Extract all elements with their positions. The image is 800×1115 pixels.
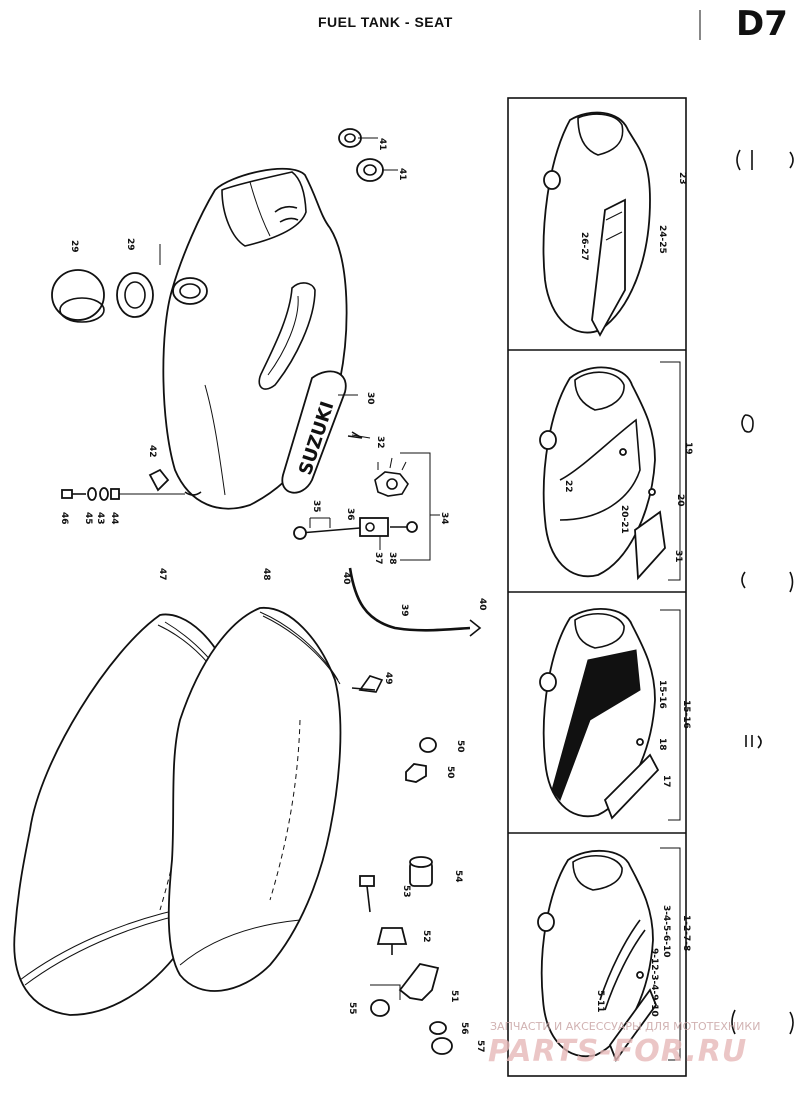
callout: 1-2-7-8 — [681, 915, 691, 951]
variant-panel-frame — [507, 97, 687, 1077]
callout: 19 — [683, 442, 693, 455]
callout: 41 — [377, 138, 387, 151]
callout-labels: 41 41 29 29 30 32 42 46 45 43 44 35 36 3… — [59, 138, 693, 1053]
callout: 46 — [59, 512, 69, 525]
suzuki-emblem-main: SUZUKI — [281, 370, 347, 494]
fuel-cock-assembly — [293, 431, 440, 561]
callout: 17 — [661, 775, 671, 788]
callout: 23 — [677, 172, 687, 185]
callout: 22 — [563, 480, 573, 493]
callout: 37 — [373, 552, 383, 565]
callout: 56 — [459, 1022, 469, 1035]
callout: 40 — [477, 598, 487, 611]
page-code: D7 — [736, 4, 788, 44]
variant-tank-3 — [539, 608, 681, 821]
callout: 5-11 — [595, 990, 605, 1013]
callout: 18 — [657, 738, 667, 751]
leader-lines — [159, 137, 398, 439]
callout: 3-4-5-6-10 — [661, 905, 671, 958]
callout: 38 — [387, 552, 397, 565]
callout: 26-27 — [579, 232, 589, 261]
page-title: FUEL TANK - SEAT — [318, 14, 453, 30]
variant-tank-1 — [542, 111, 651, 337]
callout: 9-12-3-4-9-10 — [649, 948, 659, 1017]
callout: 15-16 — [681, 700, 691, 729]
seat-hinge-bolts — [351, 675, 437, 783]
callout: 50 — [455, 740, 465, 753]
callout: 29 — [69, 240, 79, 253]
callout: 49 — [383, 672, 393, 685]
mounting-bolt-set — [61, 468, 185, 501]
watermark-tagline: ЗАПЧАСТИ И АКСЕССУАРЫ ДЛЯ МОТОТЕХНИКИ — [490, 1020, 761, 1033]
callout: 48 — [261, 568, 271, 581]
grommet-41-lower — [356, 158, 384, 182]
callout: 41 — [397, 168, 407, 181]
seat-right — [167, 607, 342, 992]
callout: 50 — [445, 766, 455, 779]
callout: 44 — [109, 512, 119, 525]
callout: 24-25 — [657, 225, 667, 254]
callout: 52 — [421, 930, 431, 943]
callout: 30 — [365, 392, 375, 405]
filler-cap-outer — [51, 269, 105, 323]
seat-lock-set — [359, 856, 453, 1055]
callout: 31 — [673, 550, 683, 563]
callout: 51 — [449, 990, 459, 1003]
callout: 32 — [375, 436, 385, 449]
callout: 20 — [675, 494, 685, 507]
callout: 55 — [347, 1002, 357, 1015]
callout: 39 — [399, 604, 409, 617]
callout: 45 — [83, 512, 93, 525]
callout: 57 — [475, 1040, 485, 1053]
callout: 43 — [95, 512, 105, 525]
callout: 42 — [147, 445, 157, 458]
filler-cap-gasket — [116, 272, 154, 318]
callout: 29 — [125, 238, 135, 251]
binder-marks — [699, 10, 794, 1035]
variant-tank-2 — [539, 361, 681, 581]
callout: 34 — [439, 512, 449, 525]
callout: 54 — [453, 870, 463, 883]
callout: 40 — [341, 572, 351, 585]
callout: 47 — [157, 568, 167, 581]
callout: 35 — [311, 500, 321, 513]
variant-tank-4 — [537, 847, 681, 1062]
callout: 15-16 — [657, 680, 667, 709]
watermark-logo: PARTS-FOR.RU — [488, 1034, 748, 1069]
callout: 36 — [345, 508, 355, 521]
fuel-hose — [348, 567, 482, 637]
callout: 20-21 — [619, 505, 629, 534]
grommet-41-upper — [338, 128, 362, 148]
callout: 53 — [401, 885, 411, 898]
